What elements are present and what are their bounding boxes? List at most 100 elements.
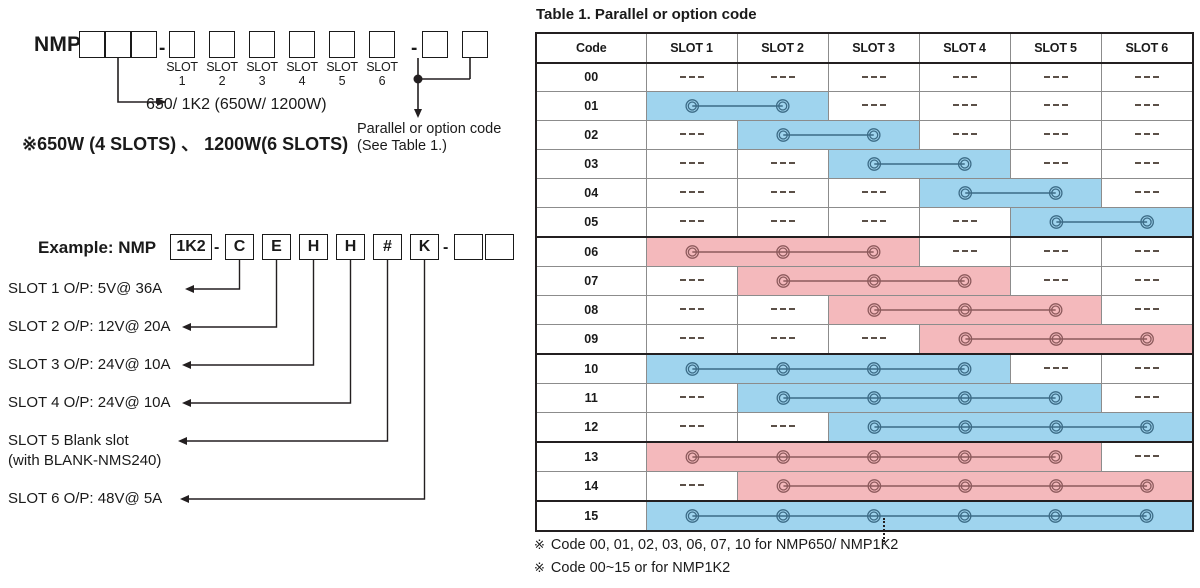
cell-slot-empty bbox=[1009, 90, 1102, 121]
empty-slot-marker bbox=[679, 133, 704, 136]
cell-slot-empty bbox=[645, 265, 738, 296]
table-row: 04 bbox=[535, 177, 1194, 208]
model-slot-tag-6: SLOT 6 bbox=[366, 60, 398, 88]
cell-slot-empty bbox=[1009, 148, 1102, 179]
cell-code: 06 bbox=[535, 235, 647, 267]
example-slot-code-box-1: C bbox=[225, 234, 254, 260]
cell-code: 03 bbox=[535, 148, 647, 179]
cell-slot-empty bbox=[827, 323, 920, 354]
column-header-slot-4: SLOT 4 bbox=[918, 32, 1011, 64]
cell-slot-empty bbox=[1100, 352, 1194, 384]
slots-note: ※650W (4 SLOTS) 、 1200W(6 SLOTS) bbox=[22, 134, 349, 154]
cell-parallel-group bbox=[736, 119, 920, 150]
cell-parallel-group bbox=[736, 382, 1102, 413]
empty-slot-marker bbox=[679, 220, 704, 223]
empty-slot-marker bbox=[679, 279, 704, 282]
table-row: 15 bbox=[535, 499, 1194, 531]
cell-parallel-group bbox=[645, 352, 1011, 384]
empty-slot-marker bbox=[861, 220, 886, 223]
cell-slot-empty bbox=[1100, 265, 1194, 296]
cell-slot-empty bbox=[1009, 265, 1102, 296]
table-row: 09 bbox=[535, 323, 1194, 354]
empty-slot-marker bbox=[679, 191, 704, 194]
cell-parallel-group bbox=[918, 177, 1102, 208]
cell-slot-empty bbox=[1100, 177, 1194, 208]
empty-slot-marker bbox=[861, 191, 886, 194]
empty-slot-marker bbox=[861, 76, 886, 79]
example-slot-code-box-5: # bbox=[373, 234, 402, 260]
empty-slot-marker bbox=[770, 76, 795, 79]
empty-slot-marker bbox=[1134, 455, 1159, 458]
parallel-link-graphic bbox=[738, 121, 919, 149]
cell-slot-empty bbox=[827, 90, 920, 121]
example-slot-line-slot1: SLOT 1 O/P: 5V@ 36A bbox=[8, 280, 163, 297]
footnote-text: Code 00~15 or for NMP1K2 bbox=[550, 560, 731, 576]
parallel-link-graphic bbox=[647, 443, 1101, 471]
cell-slot-empty bbox=[1100, 148, 1194, 179]
cell-slot-empty bbox=[1100, 90, 1194, 121]
model-slot-tag-4: SLOT 4 bbox=[286, 60, 318, 88]
table-row: 06 bbox=[535, 235, 1194, 267]
empty-slot-marker bbox=[679, 76, 704, 79]
cell-code: 11 bbox=[535, 382, 647, 413]
table-row: 01 bbox=[535, 90, 1194, 121]
empty-slot-marker bbox=[1043, 162, 1068, 165]
empty-slot-marker bbox=[679, 484, 704, 487]
empty-slot-marker bbox=[952, 220, 977, 223]
example-leader-arrow-1 bbox=[185, 285, 194, 293]
column-header-slot-3: SLOT 3 bbox=[827, 32, 920, 64]
empty-slot-marker bbox=[679, 425, 704, 428]
column-header-slot-2: SLOT 2 bbox=[736, 32, 829, 64]
model-slot-box-6 bbox=[369, 31, 395, 58]
empty-slot-marker bbox=[861, 104, 886, 107]
cell-code: 00 bbox=[535, 62, 647, 92]
example-leader-arrow-3 bbox=[182, 361, 191, 369]
model-slot-tag-1: SLOT 1 bbox=[166, 60, 198, 88]
empty-slot-marker bbox=[770, 308, 795, 311]
cell-slot-empty bbox=[1009, 62, 1102, 92]
table-row: 11 bbox=[535, 382, 1194, 413]
empty-slot-marker bbox=[1043, 367, 1068, 370]
cell-code: 12 bbox=[535, 411, 647, 442]
column-header-slot-1: SLOT 1 bbox=[645, 32, 738, 64]
example-slot-code-box-4: H bbox=[336, 234, 365, 260]
cell-slot-empty bbox=[645, 382, 738, 413]
empty-slot-marker bbox=[1043, 279, 1068, 282]
table-row: 07 bbox=[535, 265, 1194, 296]
cell-slot-empty bbox=[1100, 294, 1194, 325]
model-separator-2: - bbox=[411, 38, 418, 59]
column-header-slot-6: SLOT 6 bbox=[1100, 32, 1194, 64]
cell-slot-empty bbox=[1009, 235, 1102, 267]
example-leader-lines bbox=[178, 260, 426, 503]
example-leader-arrow-6 bbox=[180, 495, 189, 503]
empty-slot-marker bbox=[1134, 250, 1159, 253]
empty-slot-marker bbox=[1134, 396, 1159, 399]
parallel-link-graphic bbox=[920, 179, 1101, 207]
example-leader-line-5 bbox=[187, 260, 389, 442]
cell-slot-empty bbox=[645, 470, 738, 501]
table-row: 02 bbox=[535, 119, 1194, 150]
model-slot-box-2 bbox=[209, 31, 235, 58]
cell-code: 02 bbox=[535, 119, 647, 150]
table-row: 00 bbox=[535, 62, 1194, 92]
cell-slot-empty bbox=[645, 294, 738, 325]
cell-slot-empty bbox=[736, 177, 829, 208]
empty-slot-marker bbox=[770, 191, 795, 194]
footnote-2: ※Code 00~15 or for NMP1K2 bbox=[534, 560, 730, 576]
empty-slot-marker bbox=[1134, 162, 1159, 165]
example-leader-line-1 bbox=[194, 260, 241, 290]
cell-slot-empty bbox=[736, 294, 829, 325]
table-row: 14 bbox=[535, 470, 1194, 501]
cell-code: 01 bbox=[535, 90, 647, 121]
cell-slot-empty bbox=[1009, 119, 1102, 150]
column-header-code: Code bbox=[535, 32, 647, 64]
cell-parallel-group bbox=[645, 90, 829, 121]
cell-code: 07 bbox=[535, 265, 647, 296]
empty-slot-marker bbox=[861, 337, 886, 340]
empty-slot-marker bbox=[679, 396, 704, 399]
